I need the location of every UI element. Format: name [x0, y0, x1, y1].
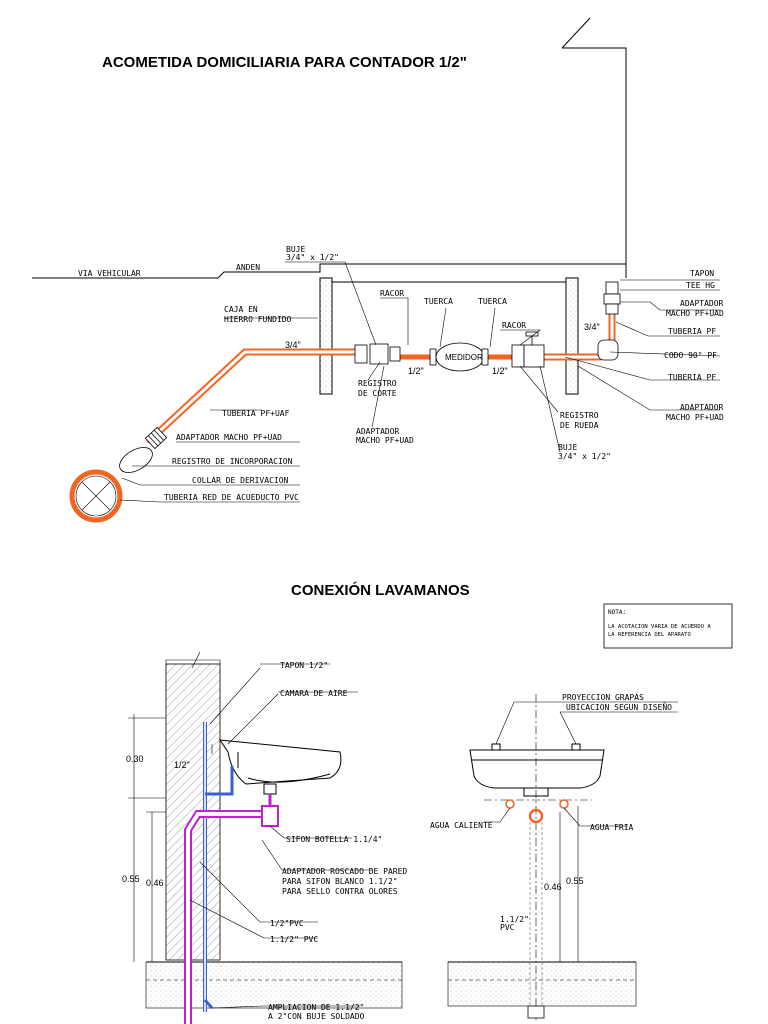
label-caliente: AGUA CALIENTE [430, 821, 493, 830]
label-adap-macho-left: ADAPTADOR MACHO PF+UAD [176, 433, 282, 442]
title-lavamanos: CONEXIÓN LAVAMANOS [291, 582, 470, 599]
label-adap-r2-1: ADAPTADOR [680, 403, 724, 412]
label-sifon: SIFON BOTELLA 1.1/4" [286, 835, 382, 844]
label-adap-r1-2: MACHO PF+UAD [666, 309, 724, 318]
label-fria: AGUA FRIA [590, 823, 634, 832]
label-adap-bottom-1: ADAPTADOR [356, 427, 400, 436]
acometida-structure [32, 17, 627, 395]
water-main [69, 469, 123, 523]
lavamanos-dims-right [484, 701, 678, 962]
label-racor-left: RACOR [380, 289, 404, 298]
dim-046: 0.46 [146, 878, 164, 888]
label-buje-top-1: BUJE [286, 245, 305, 254]
label-d12-right: 1/2" [492, 366, 508, 376]
label-pvc-r1: 1.1/2" [500, 915, 529, 924]
label-amp-1: AMPLIACION DE 1.1/2" [268, 1003, 364, 1012]
label-caja-1: CAJA EN [224, 305, 258, 314]
label-adap-2: PARA SIFON BLANCO 1.1/2" [282, 877, 398, 886]
meter-label: MEDIDOR [445, 353, 483, 362]
label-via: VIA VEHICULAR [78, 269, 141, 278]
label-d12-left: 1/2" [408, 366, 424, 376]
label-buje-bot-2: 3/4" x 1/2" [558, 452, 611, 461]
label-buje-top-2: 3/4" x 1/2" [286, 253, 339, 262]
label-reg-rueda-2: DE RUEDA [560, 421, 599, 430]
label-pvc-r2: PVC [500, 923, 515, 932]
label-adap-bottom-2: MACHO PF+UAD [356, 436, 414, 445]
label-racor-right: RACOR [502, 321, 526, 330]
label-tuerca-right: TUERCA [478, 297, 507, 306]
label-caja-2: HIERRO FUNDIDO [224, 315, 292, 324]
note-title: NOTA: [608, 609, 626, 616]
basin-front-view [469, 694, 605, 1020]
label-adap-r2-2: MACHO PF+UAD [666, 413, 724, 422]
acometida-leaders [119, 261, 721, 503]
label-d34-left: 3/4" [285, 340, 301, 350]
label-adap-3: PARA SELLO CONTRA OLORES [282, 887, 398, 896]
label-reg-rueda-1: REGISTRO [560, 411, 599, 420]
label-pvc12: 1/2"PVC [270, 919, 304, 928]
dim-030: 0.30 [126, 754, 144, 764]
label-anden: ANDEN [236, 263, 260, 272]
label-codo: CODO 90° PF [664, 351, 717, 360]
label-proy: PROYECCION GRAPAS [562, 693, 644, 702]
dim-055: 0.55 [122, 874, 140, 884]
label-reg-incorp: REGISTRO DE INCORPORACION [172, 457, 293, 466]
label-pvc112: 1.1/2" PVC [270, 935, 318, 944]
label-tuerca-left: TUERCA [424, 297, 453, 306]
label-adap-1: ADAPTADOR ROSCADO DE PARED [282, 867, 407, 876]
main-service-pipe [146, 296, 616, 444]
label-amp-2: A 2"CON BUJE SOLDADO [268, 1012, 365, 1021]
label-tapon-12: TAPON 1/2" [280, 661, 328, 670]
label-buje-bot-1: BUJE [558, 443, 577, 452]
label-collar: COLLAR DE DERIVACION [192, 476, 289, 485]
label-tuberia-pf-uaf: TUBERIA PF+UAF [222, 409, 290, 418]
title-acometida: ACOMETIDA DOMICILIARIA PARA CONTADOR 1/2… [102, 54, 467, 71]
note-line-1: LA ACOTACION VARIA DE ACUERDO A [608, 624, 711, 630]
label-d34-right: 3/4" [584, 322, 600, 332]
note-line-2: LA REFERENCIA DEL APARATO [608, 632, 691, 638]
dim-r046: 0.46 [544, 882, 562, 892]
label-tee: TEE HG [686, 281, 715, 290]
label-ubic: UBICACION SEGUN DISEÑO [566, 702, 672, 712]
label-tuberia-pf-2: TUBERIA PF [668, 373, 716, 382]
label-tapon: TAPON [690, 269, 714, 278]
dim-12: 1/2" [174, 760, 190, 770]
label-reg-corte-1: REGISTRO [358, 379, 397, 388]
label-reg-corte-2: DE CORTE [358, 389, 397, 398]
label-tuberia-pf-1: TUBERIA PF [668, 327, 716, 336]
label-adap-r1-1: ADAPTADOR [680, 299, 724, 308]
label-tuberia-red: TUBERIA RED DE ACUEDUCTO PVC [164, 493, 299, 502]
acometida-fittings [119, 281, 621, 473]
label-camara: CAMARA DE AIRE [280, 689, 348, 698]
basin-side-view [218, 739, 342, 795]
lavamanos-dims-left [128, 663, 372, 1009]
dim-r055: 0.55 [566, 876, 584, 886]
note-box [603, 603, 733, 649]
